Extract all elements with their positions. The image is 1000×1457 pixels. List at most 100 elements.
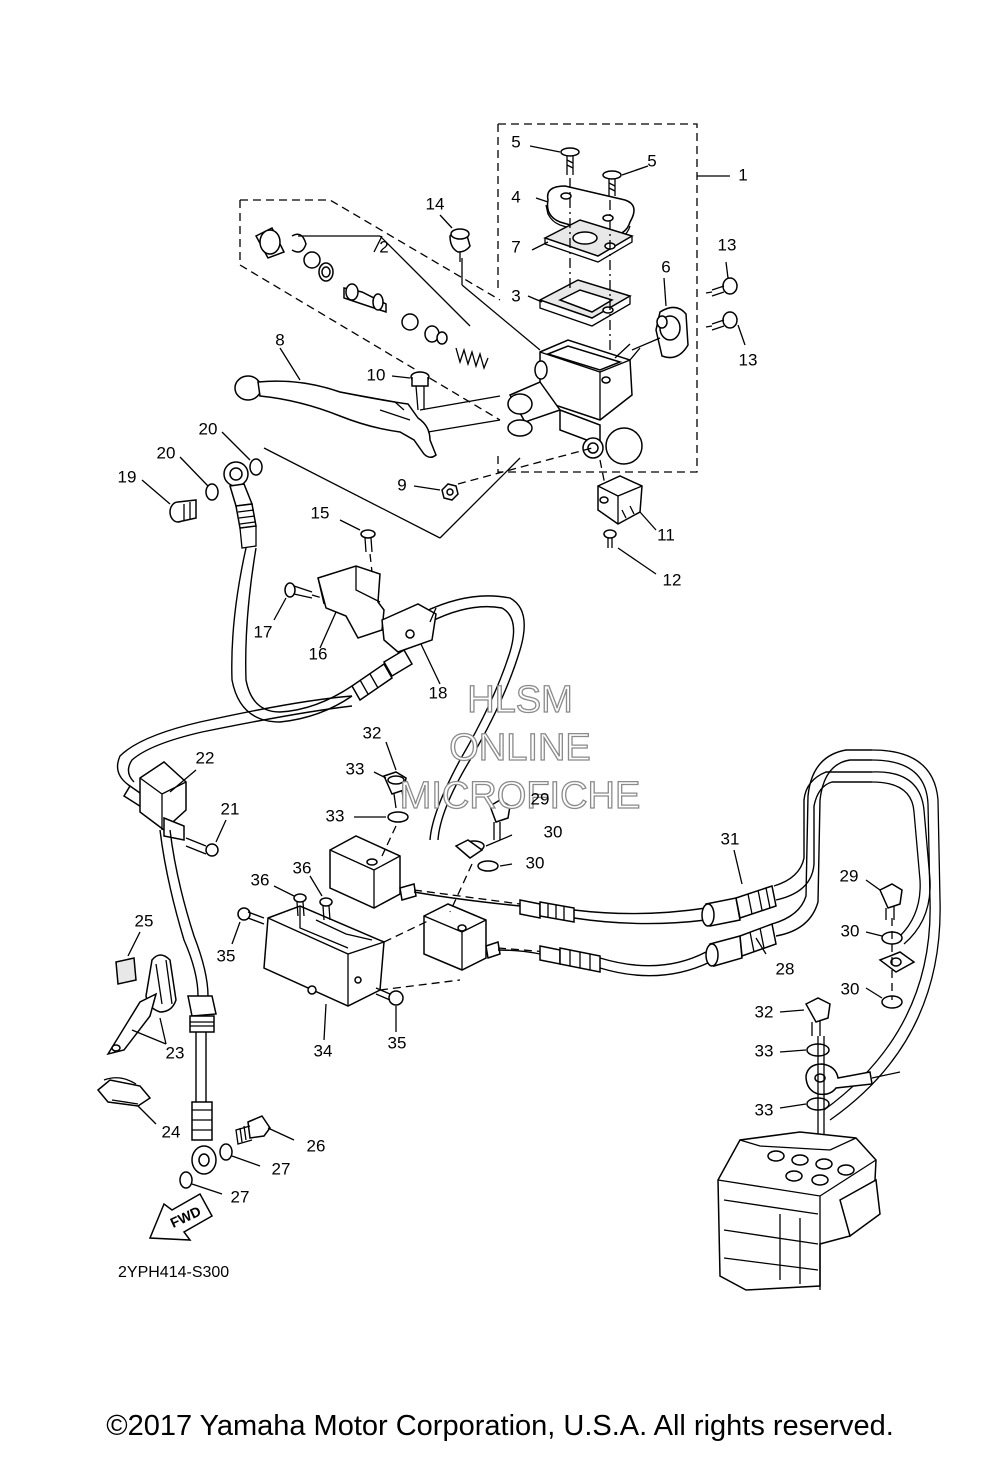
holder-clamp [655, 306, 689, 359]
grommet-25 [115, 957, 137, 985]
nut-9 [441, 483, 459, 501]
abs-hydraulic-unit [717, 1131, 881, 1291]
callout-5b: 5 [647, 151, 656, 170]
union-bolt-29-right [879, 883, 903, 920]
callout-8: 8 [275, 330, 284, 349]
callout-numbers: 1 2 3 4 5 5 6 7 8 9 10 11 12 13 13 14 15… [118, 132, 860, 1206]
callout-9: 9 [397, 475, 406, 494]
diaphragm [538, 279, 632, 327]
callout-22: 22 [196, 748, 215, 767]
callout-36b: 36 [293, 858, 312, 877]
callout-1: 1 [738, 165, 747, 184]
washer-20-right [249, 458, 263, 476]
callout-3: 3 [511, 286, 520, 305]
bolt-13-upper [705, 277, 738, 297]
joint-block-lower [423, 903, 501, 971]
callout-24: 24 [162, 1122, 181, 1141]
callout-29a: 29 [531, 789, 550, 808]
callout-5a: 5 [511, 132, 520, 151]
hose-joint-bracket [263, 905, 385, 1007]
pivot-bolt [410, 371, 430, 411]
bolt-13-lower [705, 311, 738, 331]
union-bolt-32-right [804, 997, 831, 1036]
copyright-notice: ©2017 Yamaha Motor Corporation, U.S.A. A… [106, 1410, 894, 1442]
forward-arrow: FWD [148, 1192, 214, 1241]
callout-13a: 13 [718, 235, 737, 254]
callout-18: 18 [429, 683, 448, 702]
callout-28: 28 [776, 959, 795, 978]
callout-31: 31 [721, 829, 740, 848]
union-bolt-29-mid [489, 799, 511, 840]
callout-14: 14 [426, 194, 445, 213]
callout-27b: 27 [231, 1187, 250, 1206]
callout-4: 4 [511, 187, 520, 206]
bolt-15 [360, 529, 376, 553]
callout-19: 19 [118, 467, 137, 486]
watermark-line-1: HLSM [467, 679, 573, 721]
callout-15: 15 [311, 503, 330, 522]
union-bolt-26 [235, 1115, 271, 1145]
callout-10: 10 [367, 365, 386, 384]
brake-switch [597, 475, 643, 525]
callout-13b: 13 [739, 350, 758, 369]
callout-16: 16 [309, 644, 328, 663]
bolt-17 [284, 582, 313, 599]
brake-lever [234, 375, 437, 458]
callout-36a: 36 [251, 870, 270, 889]
group-box-reservoir [497, 123, 698, 473]
joint-block-upper [329, 835, 417, 909]
hose-bracket [317, 565, 437, 653]
callout-26: 26 [307, 1136, 326, 1155]
callout-23: 23 [166, 1043, 185, 1062]
banjo-fitting-right [805, 1063, 873, 1096]
callout-20b: 20 [199, 419, 218, 438]
callout-20a: 20 [157, 443, 176, 462]
screw-5-right [602, 170, 622, 196]
watermark-line-3: MICROFICHE [400, 775, 641, 817]
callout-33a: 33 [346, 759, 365, 778]
washer-33-mid-lower [387, 811, 409, 823]
callout-35b: 35 [388, 1033, 407, 1052]
washer-27-lower [179, 1171, 193, 1189]
callout-33c: 33 [755, 1041, 774, 1060]
washer-27-upper [219, 1143, 233, 1161]
bolt-21 [185, 837, 219, 857]
callout-32b: 32 [755, 1002, 774, 1021]
dust-cap [449, 228, 471, 262]
piston-kit [254, 226, 489, 371]
callout-6: 6 [661, 257, 670, 276]
callout-30c: 30 [841, 921, 860, 940]
clip-24 [96, 1077, 152, 1107]
union-bolt-19 [169, 499, 197, 523]
callout-2: 2 [379, 237, 388, 256]
callout-32a: 32 [363, 723, 382, 742]
hose-clamp-23 [106, 954, 177, 1056]
callout-33d: 33 [755, 1100, 774, 1119]
watermark: HLSM ONLINE MICROFICHE [399, 678, 641, 817]
washer-30-mid-lower [477, 860, 499, 872]
bolt-35-right [375, 987, 404, 1006]
screw-5-left [560, 147, 580, 175]
brake-hoses-abs [413, 749, 941, 1121]
group-box-piston-kit [239, 199, 501, 421]
callout-29b: 29 [840, 866, 859, 885]
callout-35a: 35 [217, 946, 236, 965]
callout-30b: 30 [526, 853, 545, 872]
master-cylinder-body [507, 339, 643, 465]
brake-hose-upper [223, 461, 525, 841]
diagram-code: 2YPH414-S300 [118, 1264, 230, 1281]
callout-34: 34 [314, 1041, 333, 1060]
callout-27a: 27 [272, 1159, 291, 1178]
washer-33-mid-upper [387, 775, 405, 785]
bolt-36-right [319, 897, 333, 921]
callout-21: 21 [221, 799, 240, 818]
bolt-36-left [293, 893, 307, 917]
callout-30d: 30 [841, 979, 860, 998]
callout-7: 7 [511, 237, 520, 256]
callout-17: 17 [254, 622, 273, 641]
callout-30a: 30 [544, 822, 563, 841]
callout-12: 12 [663, 570, 682, 589]
callout-11: 11 [657, 525, 675, 544]
callout-25: 25 [135, 911, 154, 930]
